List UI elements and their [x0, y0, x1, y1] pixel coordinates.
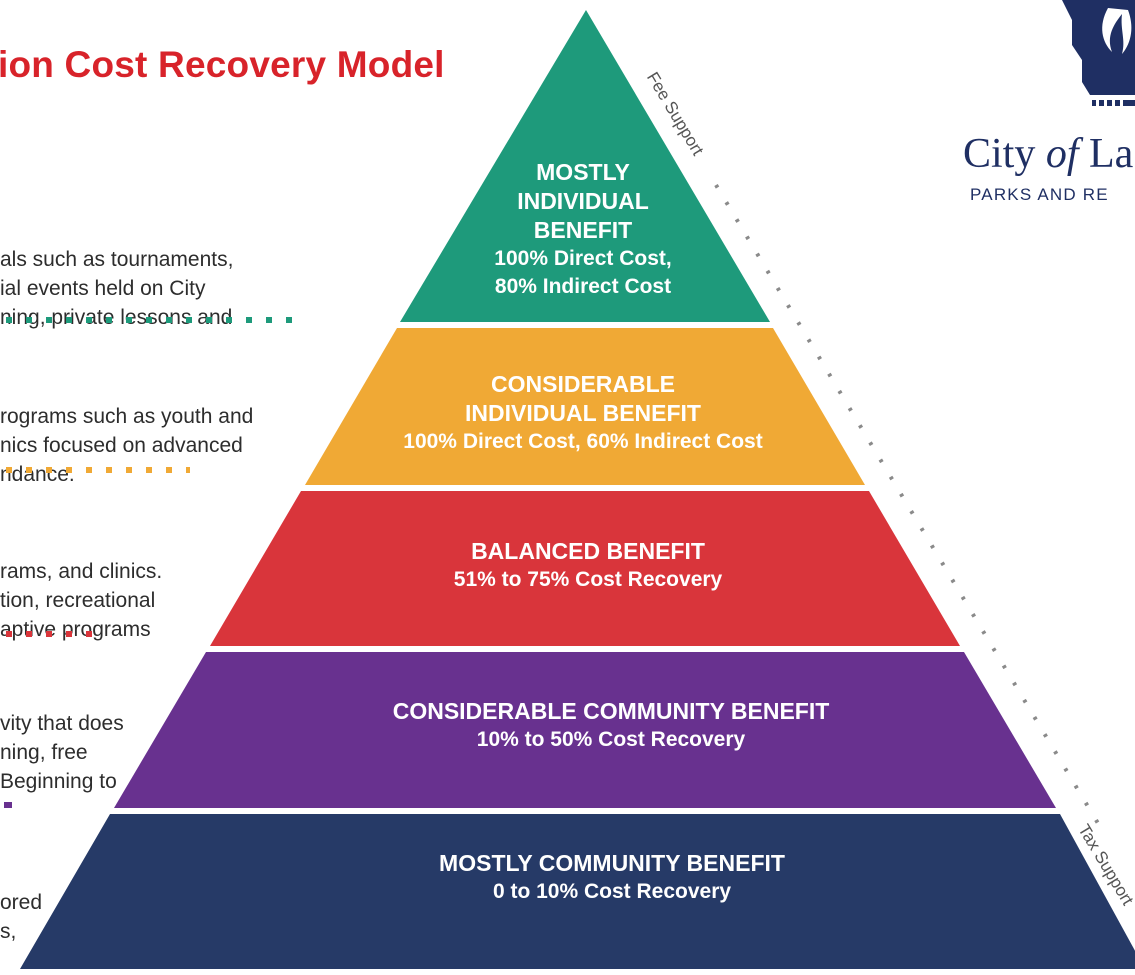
tier-1-shape	[400, 10, 770, 322]
divider-purple	[4, 802, 12, 808]
flame-logo-icon	[1062, 0, 1135, 106]
tier-3-text: BALANCED BENEFIT 51% to 75% Cost Recover…	[453, 538, 723, 591]
tier-4-shape	[114, 652, 1056, 808]
tier-5-text: MOSTLY COMMUNITY BENEFIT 0 to 10% Cost R…	[439, 850, 785, 903]
logo-city-name: City of La	[963, 131, 1134, 177]
page-title: ion Cost Recovery Model	[0, 44, 445, 85]
tier-description-1: als such as tournaments,ial events held …	[0, 248, 234, 329]
tier-3-shape	[210, 491, 960, 646]
logo-subtitle: PARKS AND RE	[970, 185, 1109, 204]
tier-5-shape	[20, 814, 1135, 969]
tier-2-text: CONSIDERABLE INDIVIDUAL BENEFIT 100% Dir…	[403, 371, 763, 453]
tier-2-shape	[305, 328, 865, 485]
tier-1-text: MOSTLY INDIVIDUAL BENEFIT 100% Direct Co…	[494, 159, 672, 298]
divider-green	[6, 317, 300, 323]
tier-4-text: CONSIDERABLE COMMUNITY BENEFIT 10% to 50…	[392, 698, 830, 751]
